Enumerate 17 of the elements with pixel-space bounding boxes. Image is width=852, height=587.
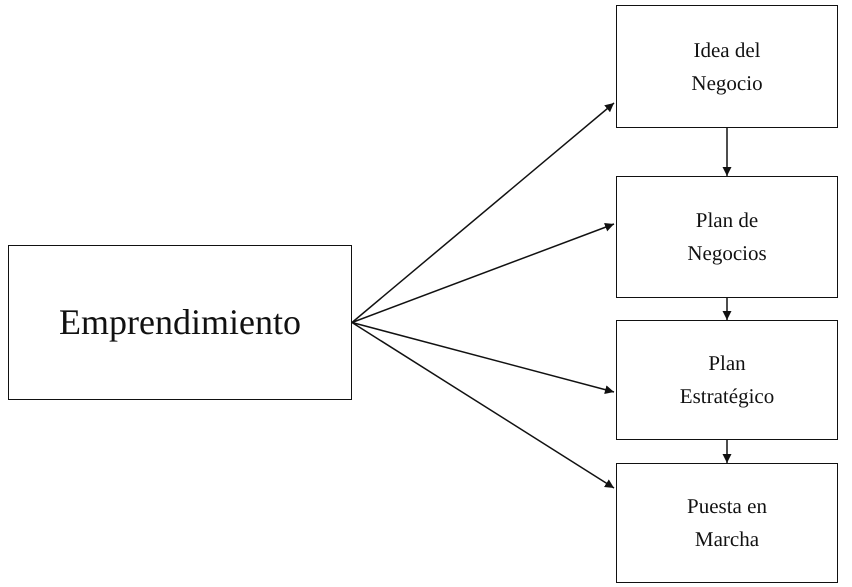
arrow	[722, 298, 732, 320]
arrow	[352, 102, 614, 324]
box-label: Idea del Negocio	[690, 36, 764, 96]
process-box	[616, 5, 838, 128]
arrow	[722, 440, 732, 463]
box-label: Plan de Negocios	[686, 207, 768, 267]
process-box	[616, 320, 838, 440]
arrow	[352, 222, 614, 324]
process-box	[616, 176, 838, 298]
arrow	[352, 322, 614, 394]
process-box	[616, 463, 838, 583]
box-label: Plan Estratégico	[678, 350, 776, 410]
process-box	[8, 245, 352, 400]
box-label: Puesta en Marcha	[686, 493, 768, 553]
arrow	[722, 128, 732, 176]
box-label: Emprendimiento	[58, 300, 302, 344]
arrow	[352, 322, 614, 489]
